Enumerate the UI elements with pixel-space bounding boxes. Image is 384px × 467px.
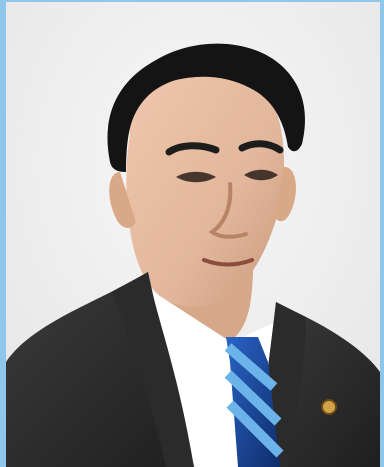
eyebrow-left xyxy=(165,142,220,156)
eyebrow-right xyxy=(238,140,284,154)
tie-stripe-2 xyxy=(224,370,282,426)
eye-right xyxy=(244,169,278,181)
nose xyxy=(208,182,248,239)
ear-right xyxy=(274,166,297,222)
ear-left xyxy=(109,172,136,228)
eye-left xyxy=(176,171,216,183)
tie-stripe-1 xyxy=(224,343,278,391)
mouth xyxy=(202,258,254,267)
portrait-illustration xyxy=(6,2,380,467)
face xyxy=(126,67,285,308)
hair xyxy=(107,43,305,172)
tie-stripe-3 xyxy=(226,400,284,458)
lapel-left xyxy=(112,272,194,467)
lapel-pin xyxy=(321,399,337,415)
portrait-photo xyxy=(6,2,380,467)
